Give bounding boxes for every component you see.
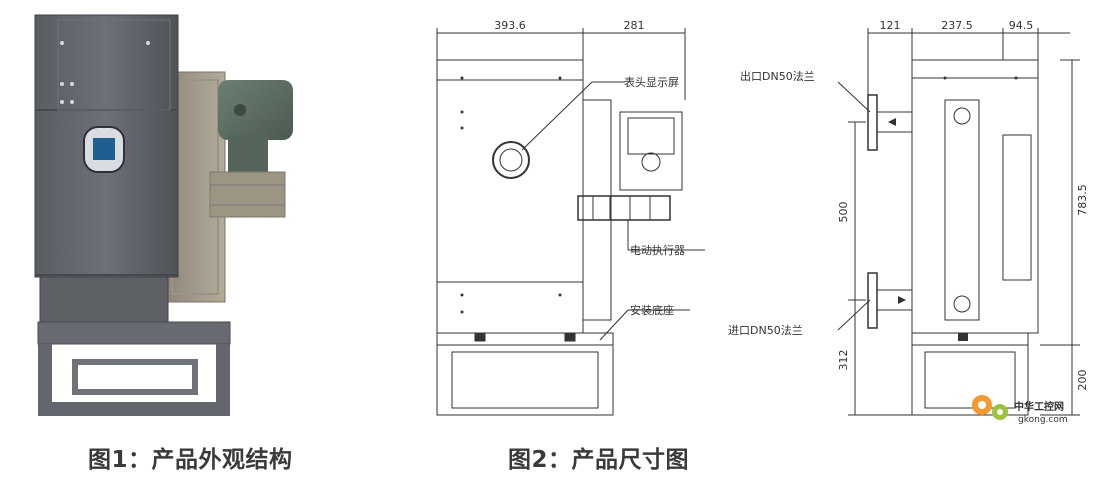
label-electric-actuator: 电动执行器 [630, 243, 685, 257]
label-outlet-flange: 出口DN50法兰 [740, 69, 815, 83]
label-inlet-flange: 进口DN50法兰 [728, 323, 803, 337]
front-view-drawing [436, 28, 705, 416]
dim-inlet-height: 312 [837, 350, 850, 371]
watermark-cn: 中华工控网 [1014, 400, 1064, 413]
figure2-caption: 图2：产品尺寸图 [508, 447, 690, 473]
product-photo [34, 14, 293, 416]
dim-front-right: 281 [624, 19, 645, 32]
actuator-photo [209, 80, 293, 218]
side-view-drawing [837, 28, 1080, 416]
dim-total-height: 783.5 [1076, 184, 1089, 216]
dim-front-left: 393.6 [494, 19, 526, 32]
watermark-logo: 中华工控网 gkong.com [972, 395, 1068, 425]
dim-side-a: 121 [880, 19, 901, 32]
figure-svg: 393.6 281 表头显示屏 电动执行器 安装底座 [34, 14, 1089, 425]
dim-side-b: 237.5 [941, 19, 973, 32]
display-screen-photo [83, 126, 125, 173]
dim-base-height: 200 [1076, 370, 1089, 391]
label-mounting-base: 安装底座 [630, 303, 674, 317]
dim-side-c: 94.5 [1009, 19, 1034, 32]
figure1-caption: 图1：产品外观结构 [88, 447, 293, 473]
base-frame-photo [37, 321, 231, 416]
label-display-screen: 表头显示屏 [624, 75, 679, 89]
watermark-en: gkong.com [1018, 415, 1068, 425]
dim-flange-gap: 500 [837, 202, 850, 223]
